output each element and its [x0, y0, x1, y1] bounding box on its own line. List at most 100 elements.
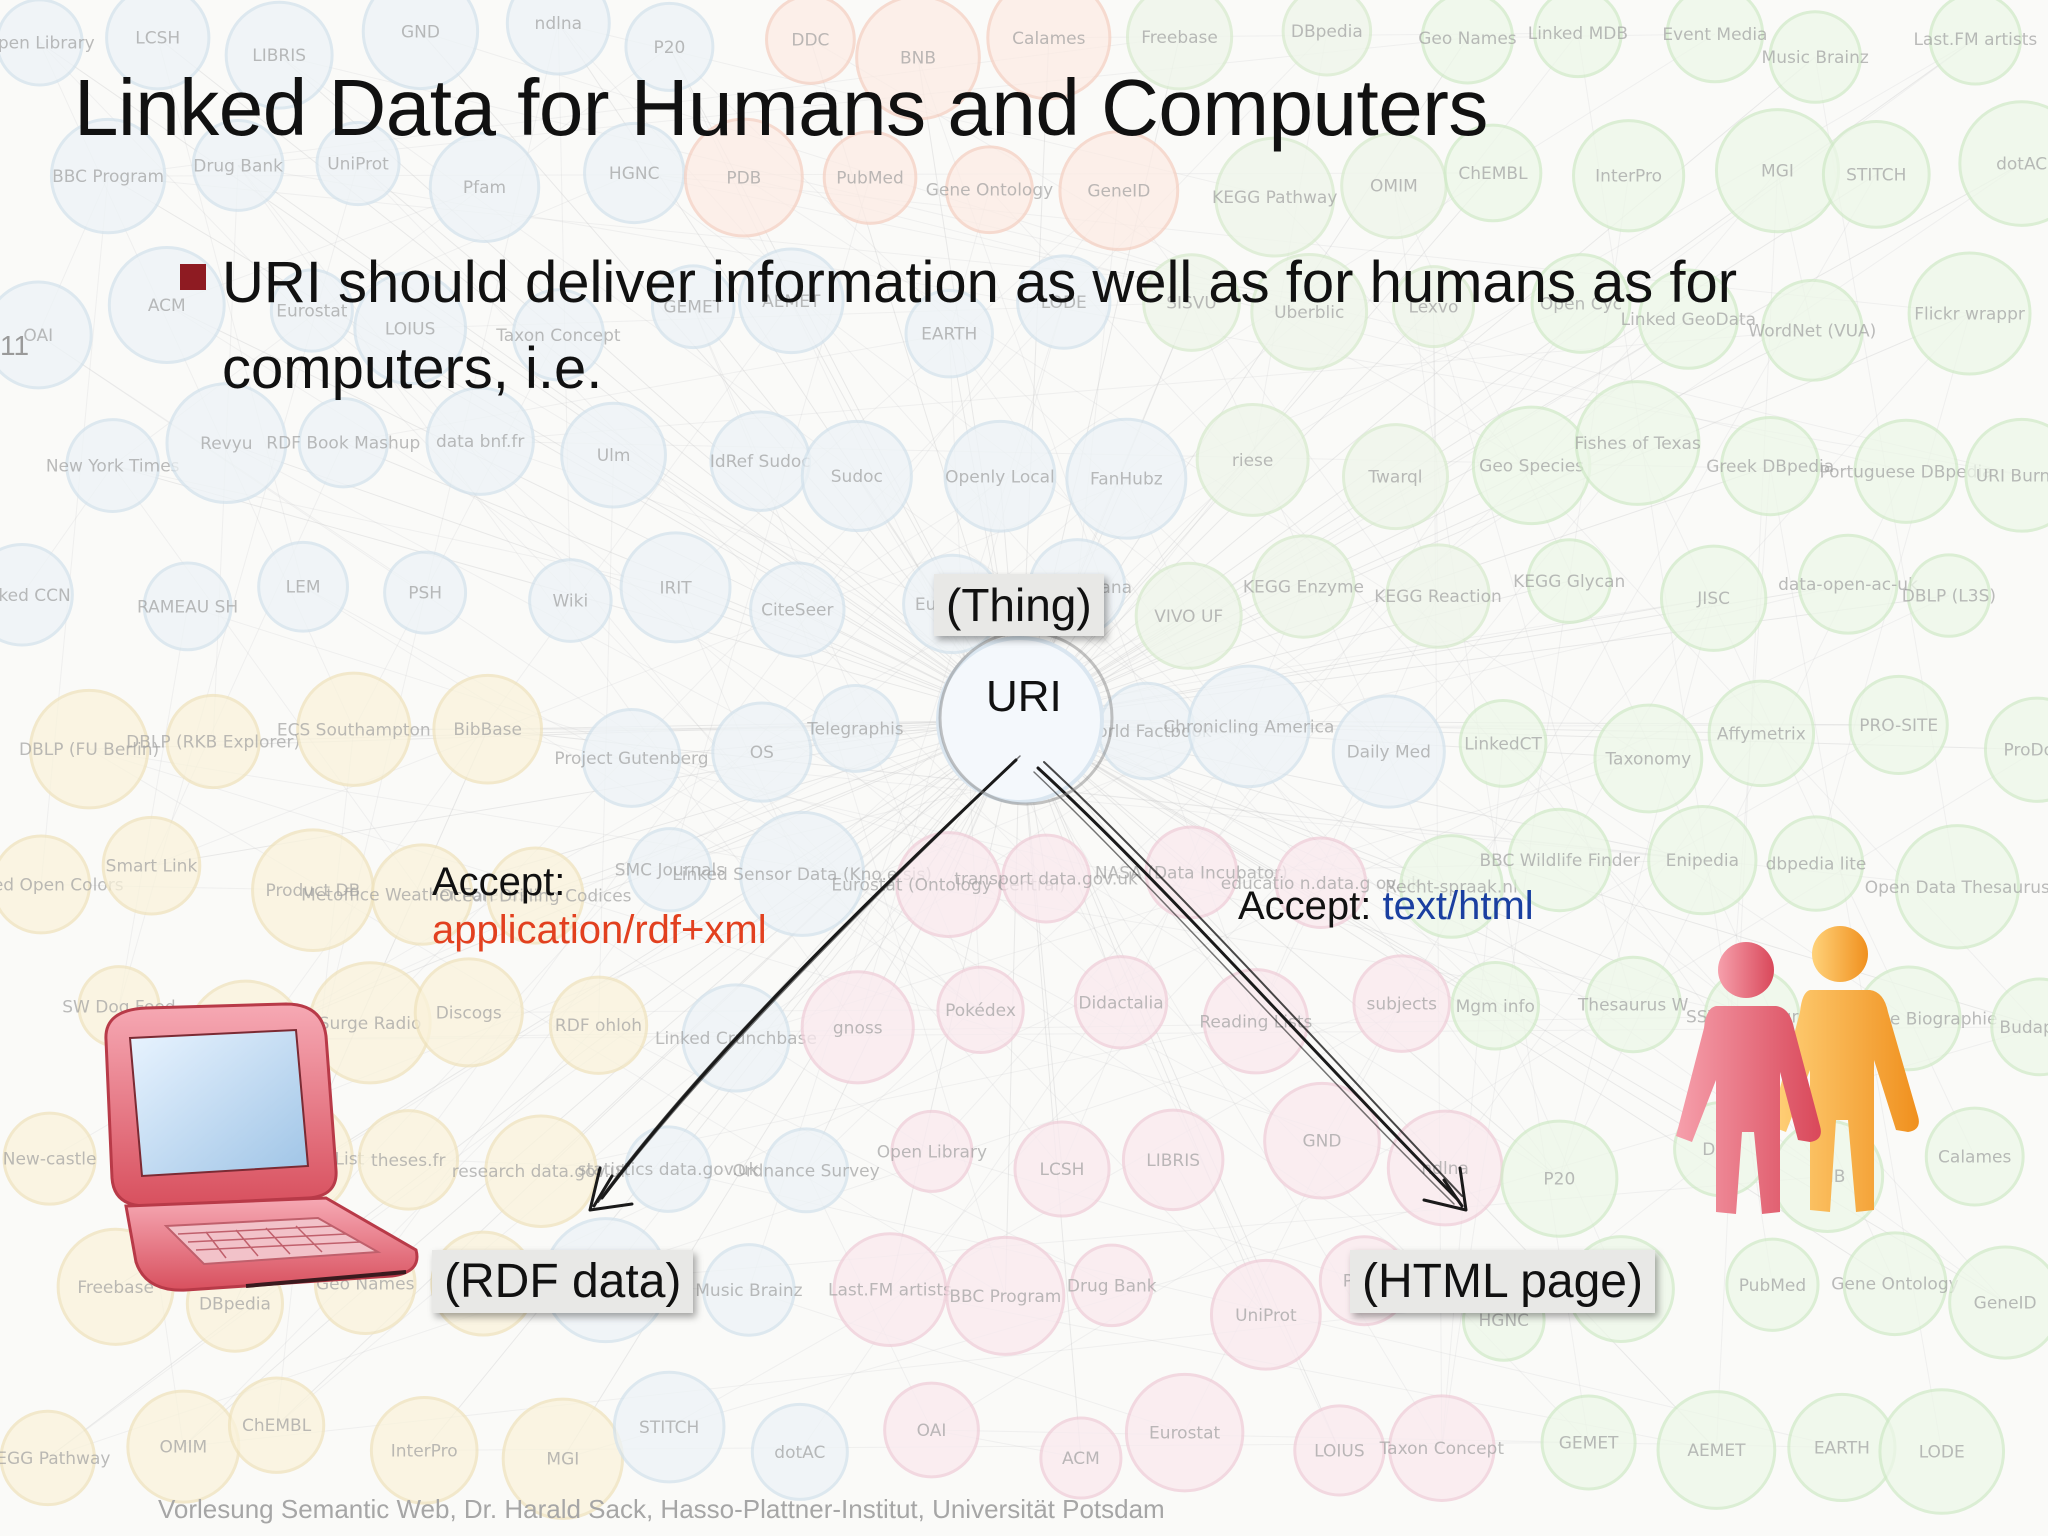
cloud-dataset-bubble: dotAC — [1958, 100, 2048, 227]
cloud-bubble-label: LinkedCT — [1464, 734, 1542, 754]
cloud-bubble-label: Eurostat — [1149, 1424, 1220, 1444]
cloud-bubble-circle — [765, 0, 856, 85]
cloud-bubble-label: DDC — [791, 30, 829, 50]
cloud-bubble-circle — [191, 119, 285, 212]
cloud-bubble-label: ACM — [1062, 1449, 1100, 1469]
cloud-bubble-label: Wiki — [553, 592, 589, 612]
cloud-dataset-bubble: ChEMBL — [227, 1376, 326, 1474]
cloud-dataset-bubble: STITCH — [612, 1370, 726, 1484]
accept-rdf-header: Accept: application/rdf+xml — [432, 858, 767, 954]
cloud-dataset-bubble: DBLP (RKB Explorer) — [126, 693, 300, 790]
cloud-bubble-circle — [1948, 1245, 2048, 1360]
cloud-bubble-circle — [943, 419, 1057, 533]
cloud-bubble-circle — [1964, 417, 2048, 533]
cloud-bubble-label: FanHubz — [1090, 470, 1163, 490]
cloud-bubble-circle — [1250, 252, 1369, 371]
cloud-link — [353, 334, 559, 730]
cloud-dataset-bubble: Lexvo — [1391, 265, 1475, 349]
cloud-bubble-circle — [1530, 253, 1632, 354]
cloud-bubble-label: PRO-SITE — [1859, 716, 1938, 736]
cloud-bubble-circle — [1720, 415, 1821, 517]
cloud-bubble-label: Ulm — [597, 446, 631, 466]
bullet-square-icon — [180, 264, 206, 290]
slide-title: Linked Data for Humans and Computers — [74, 63, 1488, 152]
cloud-bubble-circle — [165, 382, 288, 504]
cloud-bubble-circle — [501, 1397, 624, 1520]
cloud-dataset-bubble: Open Library — [0, 0, 95, 87]
cloud-bubble-circle — [1507, 807, 1612, 913]
cloud-bubble-label: dbpedia lite — [1766, 855, 1867, 875]
cloud-bubble-circle — [1574, 380, 1701, 506]
cloud-bubble-circle — [142, 561, 233, 652]
cloud-bubble-label: Linked CCN — [0, 586, 71, 606]
cloud-bubble-label: Geo Species — [1479, 456, 1584, 476]
cloud-dataset-bubble: LIBRIS — [224, 0, 334, 110]
cloud-bubble-label: Greek DBpedia — [1706, 457, 1834, 477]
cloud-dataset-bubble: CiteSeer — [749, 561, 846, 658]
cloud-bubble-circle — [432, 673, 543, 785]
cloud-link — [1558, 598, 1715, 1179]
cloud-bubble-circle — [904, 289, 994, 379]
cloud-bubble-circle — [1281, 0, 1373, 77]
cloud-bubble-label: PDB — [726, 169, 761, 189]
cloud-bubble-label: Music Brainz — [1762, 48, 1869, 68]
cloud-bubble-circle — [1797, 533, 1899, 635]
cloud-link — [605, 1175, 1828, 1281]
cloud-bubble-label: New York Times — [46, 457, 180, 477]
cloud-bubble-label: Flickr wrappr — [1914, 305, 2025, 325]
cloud-bubble-label: Mgm info — [1456, 997, 1535, 1017]
cloud-dataset-bubble: Taxon Concept — [495, 288, 621, 382]
cloud-dataset-bubble: Last.FM artists — [1913, 0, 2037, 86]
cloud-link — [743, 177, 1649, 759]
cloud-bubble-label: LIBRIS — [252, 46, 306, 66]
cloud-bubble-label: HGNC — [609, 164, 660, 184]
cloud-bubble-circle — [1853, 418, 1959, 524]
cloud-bubble-label: DBLP (RKB Explorer) — [126, 732, 300, 752]
cloud-bubble-label: P20 — [653, 38, 685, 58]
cloud-dataset-bubble: Affymetrix — [1707, 679, 1816, 788]
cloud-bubble-label: ProDom — [2004, 741, 2048, 761]
cloud-bubble-circle — [1665, 0, 1765, 84]
cloud-dataset-bubble: Fishes of Texas — [1574, 380, 1701, 506]
cloud-bubble-label: New-castle — [3, 1150, 97, 1170]
cloud-dataset-bubble: LCSH — [105, 0, 211, 91]
cloud-bubble-label: InterPro — [1595, 167, 1662, 187]
cloud-dataset-bubble: Pfam — [428, 131, 541, 243]
cloud-bubble-label: GeneID — [1974, 1294, 2037, 1314]
cloud-dataset-bubble: EARTH — [904, 289, 994, 379]
cloud-dataset-bubble: Calames — [986, 0, 1112, 101]
cloud-link — [279, 54, 2022, 476]
cloud-dataset-bubble: RDF Book Mashup — [266, 397, 420, 489]
cloud-bubble-label: riese — [1232, 451, 1274, 471]
cloud-bubble-label: OAI — [917, 1421, 947, 1441]
cloud-bubble-label: Geo Names — [1418, 29, 1517, 49]
cloud-dataset-bubble: LOIUS — [1293, 1404, 1386, 1497]
cloud-bubble-circle — [583, 121, 686, 225]
cloud-bubble-label: KEGG Enzyme — [1243, 578, 1364, 598]
cloud-bubble-label: IRIT — [659, 578, 692, 598]
cloud-dataset-bubble: WordNet (VUA) — [1748, 278, 1876, 382]
cloud-bubble-label: Thesaurus W — [1577, 996, 1689, 1016]
cloud-bubble-circle — [297, 397, 389, 489]
cloud-dataset-bubble: ndlna — [505, 0, 611, 76]
cloud-bubble-label: theses.fr — [371, 1151, 445, 1171]
cloud-bubble-circle — [361, 0, 480, 91]
cloud-bubble-circle — [0, 543, 74, 647]
cloud-bubble-circle — [560, 401, 667, 509]
cloud-dataset-bubble: GEMET — [1540, 1394, 1637, 1491]
cloud-bubble-label: Calames — [1012, 29, 1085, 49]
cloud-bubble-label: DBpedia — [199, 1295, 271, 1315]
cloud-bubble-label: PubMed — [836, 169, 903, 189]
cloud-bubble-circle — [224, 0, 334, 110]
cloud-bubble-label: JISC — [1696, 589, 1730, 609]
cloud-bubble-label: GND — [401, 22, 440, 42]
cloud-dataset-bubble: ChEMBL — [1443, 123, 1543, 223]
footer-credit: Vorlesung Semantic Web, Dr. Harald Sack,… — [158, 1494, 1165, 1524]
cloud-bubble-circle — [257, 540, 349, 633]
cloud-bubble-circle — [1928, 0, 2023, 86]
cloud-dataset-bubble: GND — [361, 0, 480, 91]
cloud-bubble-label: Enipedia — [1666, 851, 1739, 871]
cloud-bubble-circle — [1251, 534, 1356, 639]
cloud-dataset-bubble: LinkedCT — [1458, 699, 1548, 788]
cloud-dataset-bubble: P20 — [624, 1, 715, 92]
